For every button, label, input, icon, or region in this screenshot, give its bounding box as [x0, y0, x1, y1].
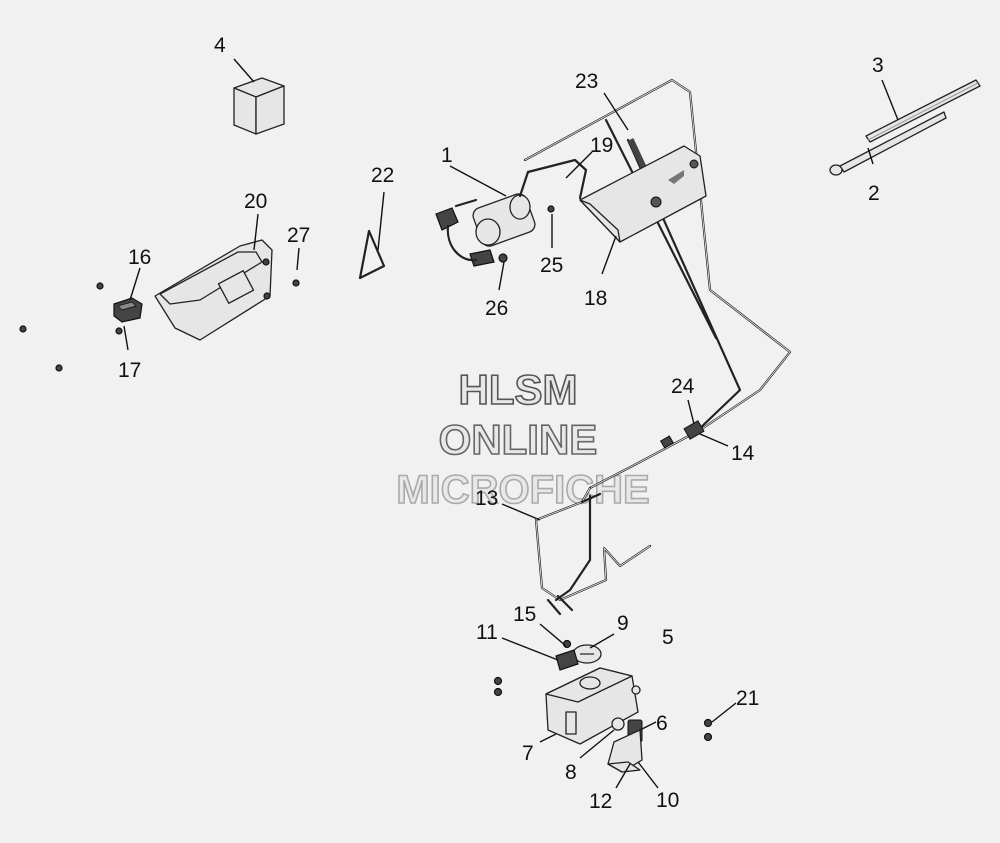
callout-1: 1	[441, 144, 453, 167]
watermark-line-3: MICROFICHE	[396, 468, 649, 512]
callout-13: 13	[475, 487, 498, 510]
part-16-switch	[113, 297, 143, 323]
upper-harness	[518, 78, 792, 490]
callout-22: 22	[371, 164, 394, 187]
part-14-24-connector	[659, 420, 705, 449]
callout-26: 26	[485, 297, 508, 320]
callout-7: 7	[522, 742, 534, 765]
part-4-box	[233, 77, 285, 135]
callout-21: 21	[736, 687, 759, 710]
callout-8: 8	[565, 761, 577, 784]
callout-3: 3	[872, 54, 884, 77]
part-20-housing	[154, 239, 273, 341]
callout-18: 18	[584, 287, 607, 310]
callout-6: 6	[656, 712, 668, 735]
callout-4: 4	[214, 34, 226, 57]
part-10-bracket	[607, 729, 643, 773]
part-22-triangle	[358, 229, 386, 280]
callout-27: 27	[287, 224, 310, 247]
part-11-bracket	[555, 649, 579, 671]
part-13-harness	[534, 486, 652, 616]
part-18-cover	[579, 145, 707, 243]
callout-23: 23	[575, 70, 598, 93]
callout-12: 12	[589, 790, 612, 813]
callout-20: 20	[244, 190, 267, 213]
leader-lines	[123, 58, 899, 789]
watermark: HLSM ONLINE MICROFICHE	[396, 365, 651, 513]
part-1-wiper-motor	[435, 193, 536, 267]
callout-9: 9	[617, 612, 629, 635]
watermark-line-1: HLSM	[459, 366, 578, 413]
callout-14: 14	[731, 442, 755, 465]
part-7-reservoir	[545, 667, 641, 745]
callout-17: 17	[118, 359, 141, 382]
watermark-line-2: ONLINE	[439, 416, 598, 463]
callout-2: 2	[868, 182, 880, 205]
callout-24: 24	[671, 375, 695, 398]
callout-15: 15	[513, 603, 536, 626]
callout-10: 10	[656, 789, 679, 812]
part-2-3-wiper	[829, 79, 981, 176]
callout-5: 5	[662, 626, 674, 649]
callout-25: 25	[540, 254, 563, 277]
callout-11: 11	[476, 621, 498, 644]
callout-labels: 4 1 3 2 23 19 22 20 27 16 25 18 26 17 24…	[118, 34, 884, 813]
callout-19: 19	[590, 134, 613, 157]
callout-16: 16	[128, 246, 151, 269]
part-8-grommet	[611, 717, 625, 731]
